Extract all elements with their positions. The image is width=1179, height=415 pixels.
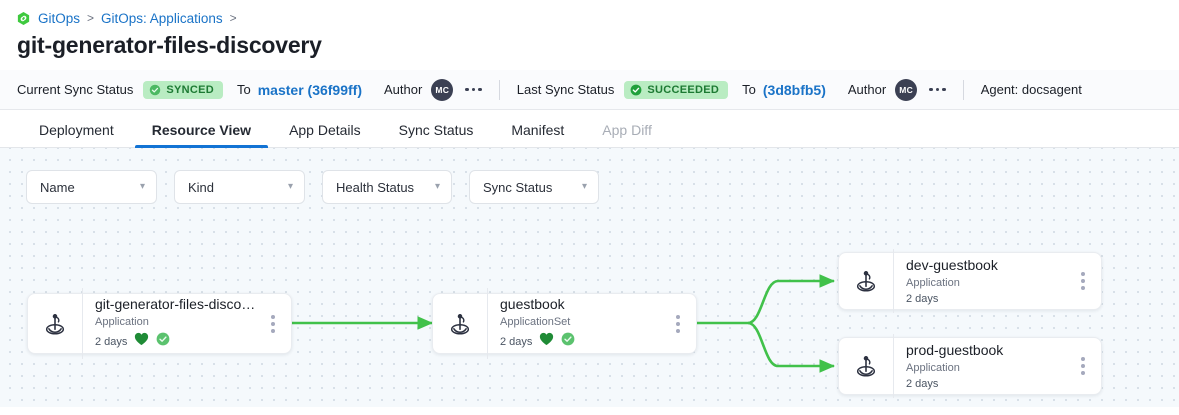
graph-node-kind: Application	[95, 315, 149, 328]
breadcrumb-item-gitops[interactable]: GitOps	[38, 10, 81, 26]
tab-bar: Deployment Resource View App Details Syn…	[0, 110, 1179, 148]
edge-appset-to-prod	[747, 321, 836, 373]
graph-node-menu-icon[interactable]	[1075, 272, 1091, 290]
last-author-avatar[interactable]: MC	[895, 78, 918, 101]
graph-node-title: git-generator-files-disco…	[95, 296, 256, 313]
graph-node-menu-icon[interactable]	[265, 314, 281, 333]
current-revision-link[interactable]: master (36f99ff)	[257, 81, 362, 98]
argo-app-icon	[839, 352, 893, 380]
graph-node-title: guestbook	[500, 296, 565, 313]
heart-icon	[539, 332, 554, 351]
page-title: git-generator-files-discovery	[17, 32, 322, 58]
graph-node-body: guestbook ApplicationSet 2 days	[487, 288, 670, 359]
current-to-label: To	[236, 82, 251, 97]
check-circle-icon	[149, 84, 161, 96]
graph-node-prod-guestbook[interactable]: prod-guestbook Application 2 days	[838, 334, 1102, 398]
graph-node-footer: 2 days	[906, 378, 1075, 390]
last-author-label: Author	[847, 82, 887, 97]
graph-node-body: dev-guestbook Application 2 days	[893, 249, 1075, 313]
tab-app-details[interactable]: App Details	[289, 122, 361, 138]
graph-node-body: prod-guestbook Application 2 days	[893, 334, 1075, 398]
argo-app-icon	[433, 310, 487, 338]
current-more-horizontal-icon[interactable]	[465, 87, 482, 92]
filter-name[interactable]: Name ▾	[26, 170, 157, 204]
edge-appset-to-dev	[747, 274, 836, 325]
graph-node-age: 2 days	[500, 335, 533, 348]
graph-node-kind: ApplicationSet	[500, 315, 571, 328]
filter-name-label: Name	[40, 179, 75, 195]
last-more-horizontal-icon[interactable]	[929, 87, 946, 92]
last-sync-status-badge: SUCCEEDED	[624, 80, 729, 99]
current-sync-status-badge-text: SYNCED	[166, 83, 214, 96]
tab-app-diff: App Diff	[602, 122, 652, 138]
last-to-label: To	[742, 82, 756, 97]
check-circle-filled-icon	[630, 84, 642, 96]
check-circle-icon	[561, 332, 575, 351]
last-sync-status-label: Last Sync Status	[516, 82, 615, 97]
filter-health-status-label: Health Status	[336, 179, 415, 195]
status-bar: Current Sync Status SYNCED To master (36…	[0, 70, 1179, 110]
current-author-label: Author	[383, 82, 423, 97]
graph-node-body: git-generator-files-disco… Application 2…	[82, 288, 265, 359]
chevron-down-icon: ▾	[434, 181, 440, 192]
gitops-logo-icon	[16, 11, 31, 26]
check-circle-icon	[156, 332, 170, 351]
graph-node-title: dev-guestbook	[906, 257, 998, 274]
graph-node-guestbook[interactable]: guestbook ApplicationSet 2 days	[432, 288, 697, 359]
graph-node-menu-icon[interactable]	[1075, 357, 1091, 375]
last-revision-link[interactable]: (3d8bfb5)	[762, 81, 826, 98]
heart-icon	[134, 332, 149, 351]
graph-node-kind: Application	[906, 276, 960, 289]
status-divider	[962, 79, 964, 100]
graph-node-git-generator-files-discovery[interactable]: git-generator-files-disco… Application 2…	[27, 288, 292, 359]
graph-node-footer: 2 days	[95, 332, 265, 351]
tab-manifest[interactable]: Manifest	[511, 122, 565, 138]
graph-node-dev-guestbook[interactable]: dev-guestbook Application 2 days	[838, 249, 1102, 313]
breadcrumb: GitOps > GitOps: Applications >	[0, 0, 1179, 26]
graph-node-age: 2 days	[906, 378, 939, 390]
last-sync-status-badge-text: SUCCEEDED	[647, 83, 720, 96]
current-author-avatar[interactable]: MC	[431, 78, 454, 101]
status-divider	[498, 79, 500, 100]
argo-app-icon	[839, 267, 893, 295]
filter-kind-label: Kind	[188, 179, 215, 195]
breadcrumb-separator: >	[229, 11, 237, 25]
chevron-down-icon: ▾	[139, 181, 145, 192]
filter-sync-status-label: Sync Status	[483, 179, 553, 195]
breadcrumb-item-applications[interactable]: GitOps: Applications	[101, 10, 223, 26]
graph-node-footer: 2 days	[906, 293, 1075, 305]
graph-node-title: prod-guestbook	[906, 342, 1004, 359]
graph-node-footer: 2 days	[500, 332, 670, 351]
filter-health-status[interactable]: Health Status ▾	[322, 170, 452, 204]
graph-node-age: 2 days	[95, 335, 128, 348]
chevron-down-icon: ▾	[287, 181, 293, 192]
chevron-down-icon: ▾	[581, 181, 587, 192]
current-sync-status-label: Current Sync Status	[17, 82, 134, 97]
graph-node-age: 2 days	[906, 293, 939, 305]
filter-bar: Name ▾ Kind ▾ Health Status ▾ Sync Statu…	[26, 170, 599, 204]
breadcrumb-separator: >	[87, 11, 95, 25]
resource-graph-canvas[interactable]: Name ▾ Kind ▾ Health Status ▾ Sync Statu…	[0, 148, 1179, 407]
graph-edges	[292, 274, 836, 373]
filter-sync-status[interactable]: Sync Status ▾	[469, 170, 599, 204]
argo-app-icon	[28, 310, 82, 338]
graph-node-kind: Application	[906, 361, 960, 374]
agent-label: Agent: docsagent	[980, 82, 1082, 97]
tab-resource-view[interactable]: Resource View	[133, 123, 270, 148]
filter-kind[interactable]: Kind ▾	[174, 170, 305, 204]
tab-deployment[interactable]: Deployment	[39, 122, 114, 138]
tab-sync-status[interactable]: Sync Status	[398, 122, 474, 138]
current-sync-status-badge: SYNCED	[143, 80, 223, 99]
graph-node-menu-icon[interactable]	[670, 314, 686, 333]
